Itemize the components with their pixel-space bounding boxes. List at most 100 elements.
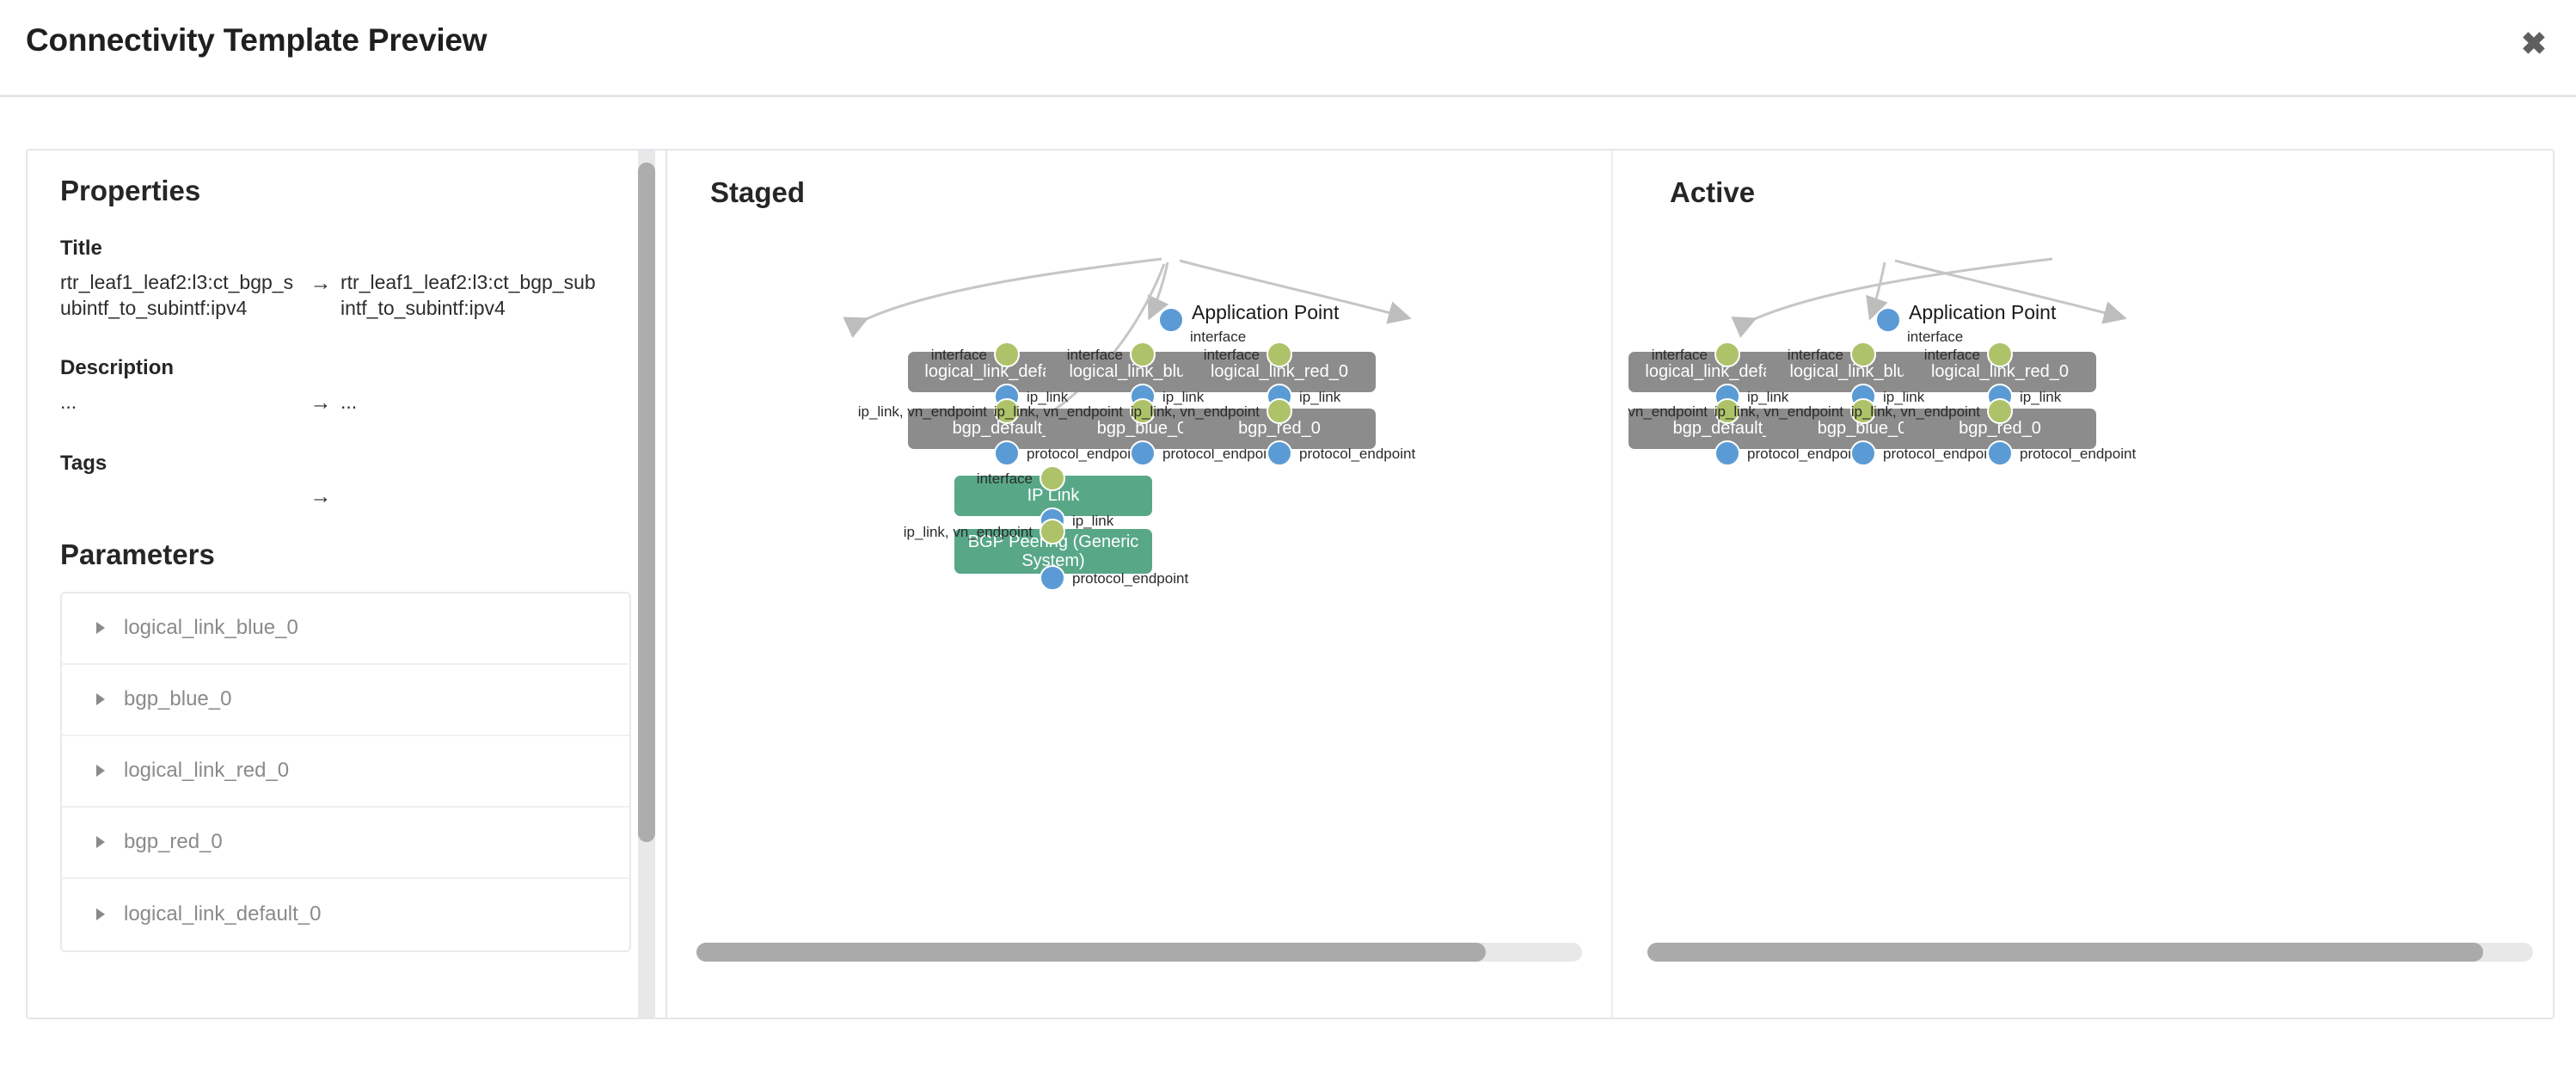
chevron-right-icon [96,836,105,849]
field-title-new-value: rtr_leaf1_leaf2:l3:ct_bgp_subintf_to_sub… [340,271,596,320]
application-point-label: Application Point [1192,301,1340,323]
staged-heading: Staged [710,176,806,208]
node-port-label-ip-link: ip_link [1027,389,1069,405]
parameter-row-bgp-blue-0[interactable]: bgp_blue_0 [62,664,629,736]
close-icon[interactable]: ✖ [2520,26,2548,61]
node-port-protocol-endpoint[interactable] [1130,440,1156,466]
node-port-protocol-endpoint[interactable] [1040,565,1065,591]
node-port-label-interface: interface [1651,347,1708,363]
node-label: bgp_default_0 [952,419,1062,439]
node-port-interface[interactable] [1714,341,1740,367]
parameter-row-bgp-red-0[interactable]: bgp_red_0 [62,807,629,879]
field-tags-new-value [340,484,598,509]
node-label: bgp_blue_0 [1096,419,1187,439]
node-port-protocol-endpoint[interactable] [1714,440,1740,466]
active-heading: Active [1670,176,1756,208]
node-port-protocol-endpoint[interactable] [1987,440,2013,466]
node-port-interface[interactable] [1040,465,1065,491]
node-port-label-ip-link-vn-endpoint: ip_link, vn_endpoint [857,403,987,420]
node-port-ip-link-vn-endpoint[interactable] [1714,398,1740,424]
graph-panel-divider [1611,151,1613,1018]
node-port-label-ip-link-vn-endpoint: ip_link, vn_endpoint [1714,403,1843,420]
parameter-label: logical_link_red_0 [124,759,290,783]
node-port-label-ip-link-vn-endpoint: ip_link, vn_endpoint [993,403,1123,420]
node-port-label-ip-link: ip_link [1747,389,1789,405]
parameter-label: logical_link_default_0 [124,902,322,926]
node-port-label-ip-link: ip_link [1162,389,1205,405]
node-port-interface[interactable] [1987,341,2013,367]
node-label: IP Link [1027,486,1080,506]
node-port-interface[interactable] [994,341,1020,367]
parameter-row-logical-link-default-0[interactable]: logical_link_default_0 [62,878,629,950]
parameters-heading: Parameters [60,538,215,570]
node-port-ip-link-vn-endpoint[interactable] [1267,398,1292,424]
node-logical-link-red-0[interactable]: logical_link_red_0 [1183,352,1376,392]
parameter-label: logical_link_blue_0 [124,616,298,640]
node-label: logical_link_red_0 [1930,362,2070,382]
node-label: logical_link_blue_0 [1069,362,1215,382]
node-port-protocol-endpoint[interactable] [994,440,1020,466]
node-port-label-interface: interface [976,470,1033,487]
page-title: Connectivity Template Preview [26,22,488,58]
node-port-label-protocol-endpoint: protocol_endpoint [1883,446,2000,462]
node-port-label-protocol-endpoint: protocol_endpoint [1299,446,1416,462]
node-port-protocol-endpoint[interactable] [1850,440,1876,466]
arrow-icon: → [310,483,332,508]
node-port-label-ip-link-vn-endpoint: ip_link, vn_endpoint [1627,403,1708,420]
parameter-row-logical-link-blue-0[interactable]: logical_link_blue_0 [62,593,629,665]
node-port-protocol-endpoint[interactable] [1267,440,1292,466]
properties-scrollbar-thumb[interactable] [638,163,655,842]
node-port-label-interface: interface [930,347,987,363]
field-title: Title rtr_leaf1_leaf2:l3:ct_bgp_subintf_… [60,237,631,322]
preview-card: Properties Title rtr_leaf1_leaf2:l3:ct_b… [26,149,2555,1019]
node-port-label-protocol-endpoint: protocol_endpoint [1072,570,1189,587]
node-port-label-ip-link-vn-endpoint: ip_link, vn_endpoint [1850,403,1980,420]
field-description: Description ... → ... [60,356,631,417]
node-port-label-protocol-endpoint: protocol_endpoint [1747,446,1864,462]
node-bgp-peering[interactable]: BGP Peering (Generic System) [954,529,1152,574]
node-port-label-ip-link: ip_link [1072,513,1114,529]
node-port-interface[interactable] [1267,341,1292,367]
node-port-ip-link-vn-endpoint[interactable] [1040,519,1065,544]
field-description-old-value: ... [60,390,77,413]
field-description-label: Description [60,355,175,379]
node-port-interface[interactable] [1850,341,1876,367]
node-port-ip-link-vn-endpoint[interactable] [1987,398,2013,424]
parameter-row-logical-link-red-0[interactable]: logical_link_red_0 [62,735,629,808]
active-graph-canvas [1714,257,2127,402]
field-title-old-value: rtr_leaf1_leaf2:l3:ct_bgp_subintf_to_sub… [60,271,294,320]
node-port-label-ip-link: ip_link [2020,389,2062,405]
staged-scrollbar-thumb[interactable] [696,943,1486,962]
node-port-ip-link-vn-endpoint[interactable] [1850,398,1876,424]
field-tags-old-value [60,484,301,509]
panel-divider [665,151,667,1018]
arrow-icon: → [310,271,332,295]
application-point-port[interactable] [1875,307,1901,333]
chevron-right-icon [96,908,105,921]
node-label: logical_link_blue_0 [1789,362,1935,382]
node-port-ip-link-vn-endpoint[interactable] [1130,398,1156,424]
parameter-label: bgp_red_0 [124,830,223,854]
application-point-port[interactable] [1158,307,1184,333]
node-label: bgp_blue_0 [1817,419,1908,439]
properties-panel: Properties Title rtr_leaf1_leaf2:l3:ct_b… [28,151,665,1018]
node-label: bgp_red_0 [1238,419,1321,439]
application-point-port-label: interface [1907,329,1964,345]
node-port-label-ip-link: ip_link [1883,389,1925,405]
dialog-header: Connectivity Template Preview ✖ [0,0,2576,97]
field-tags: Tags → [60,452,631,509]
node-port-label-ip-link-vn-endpoint: ip_link, vn_endpoint [1130,403,1260,420]
node-label: bgp_red_0 [1959,419,2041,439]
node-port-interface[interactable] [1130,341,1156,367]
node-port-label-interface: interface [1203,347,1260,363]
node-port-label-interface: interface [1787,347,1843,363]
properties-heading: Properties [60,175,201,206]
node-label: logical_link_red_0 [1210,362,1349,382]
active-scrollbar-thumb[interactable] [1647,943,2483,962]
application-point-label: Application Point [1909,301,2057,323]
node-label: bgp_default_0 [1672,419,1782,439]
node-port-ip-link-vn-endpoint[interactable] [994,398,1020,424]
field-title-label: Title [60,237,102,260]
field-tags-label: Tags [60,451,107,475]
node-port-label-protocol-endpoint: protocol_endpoint [2020,446,2137,462]
